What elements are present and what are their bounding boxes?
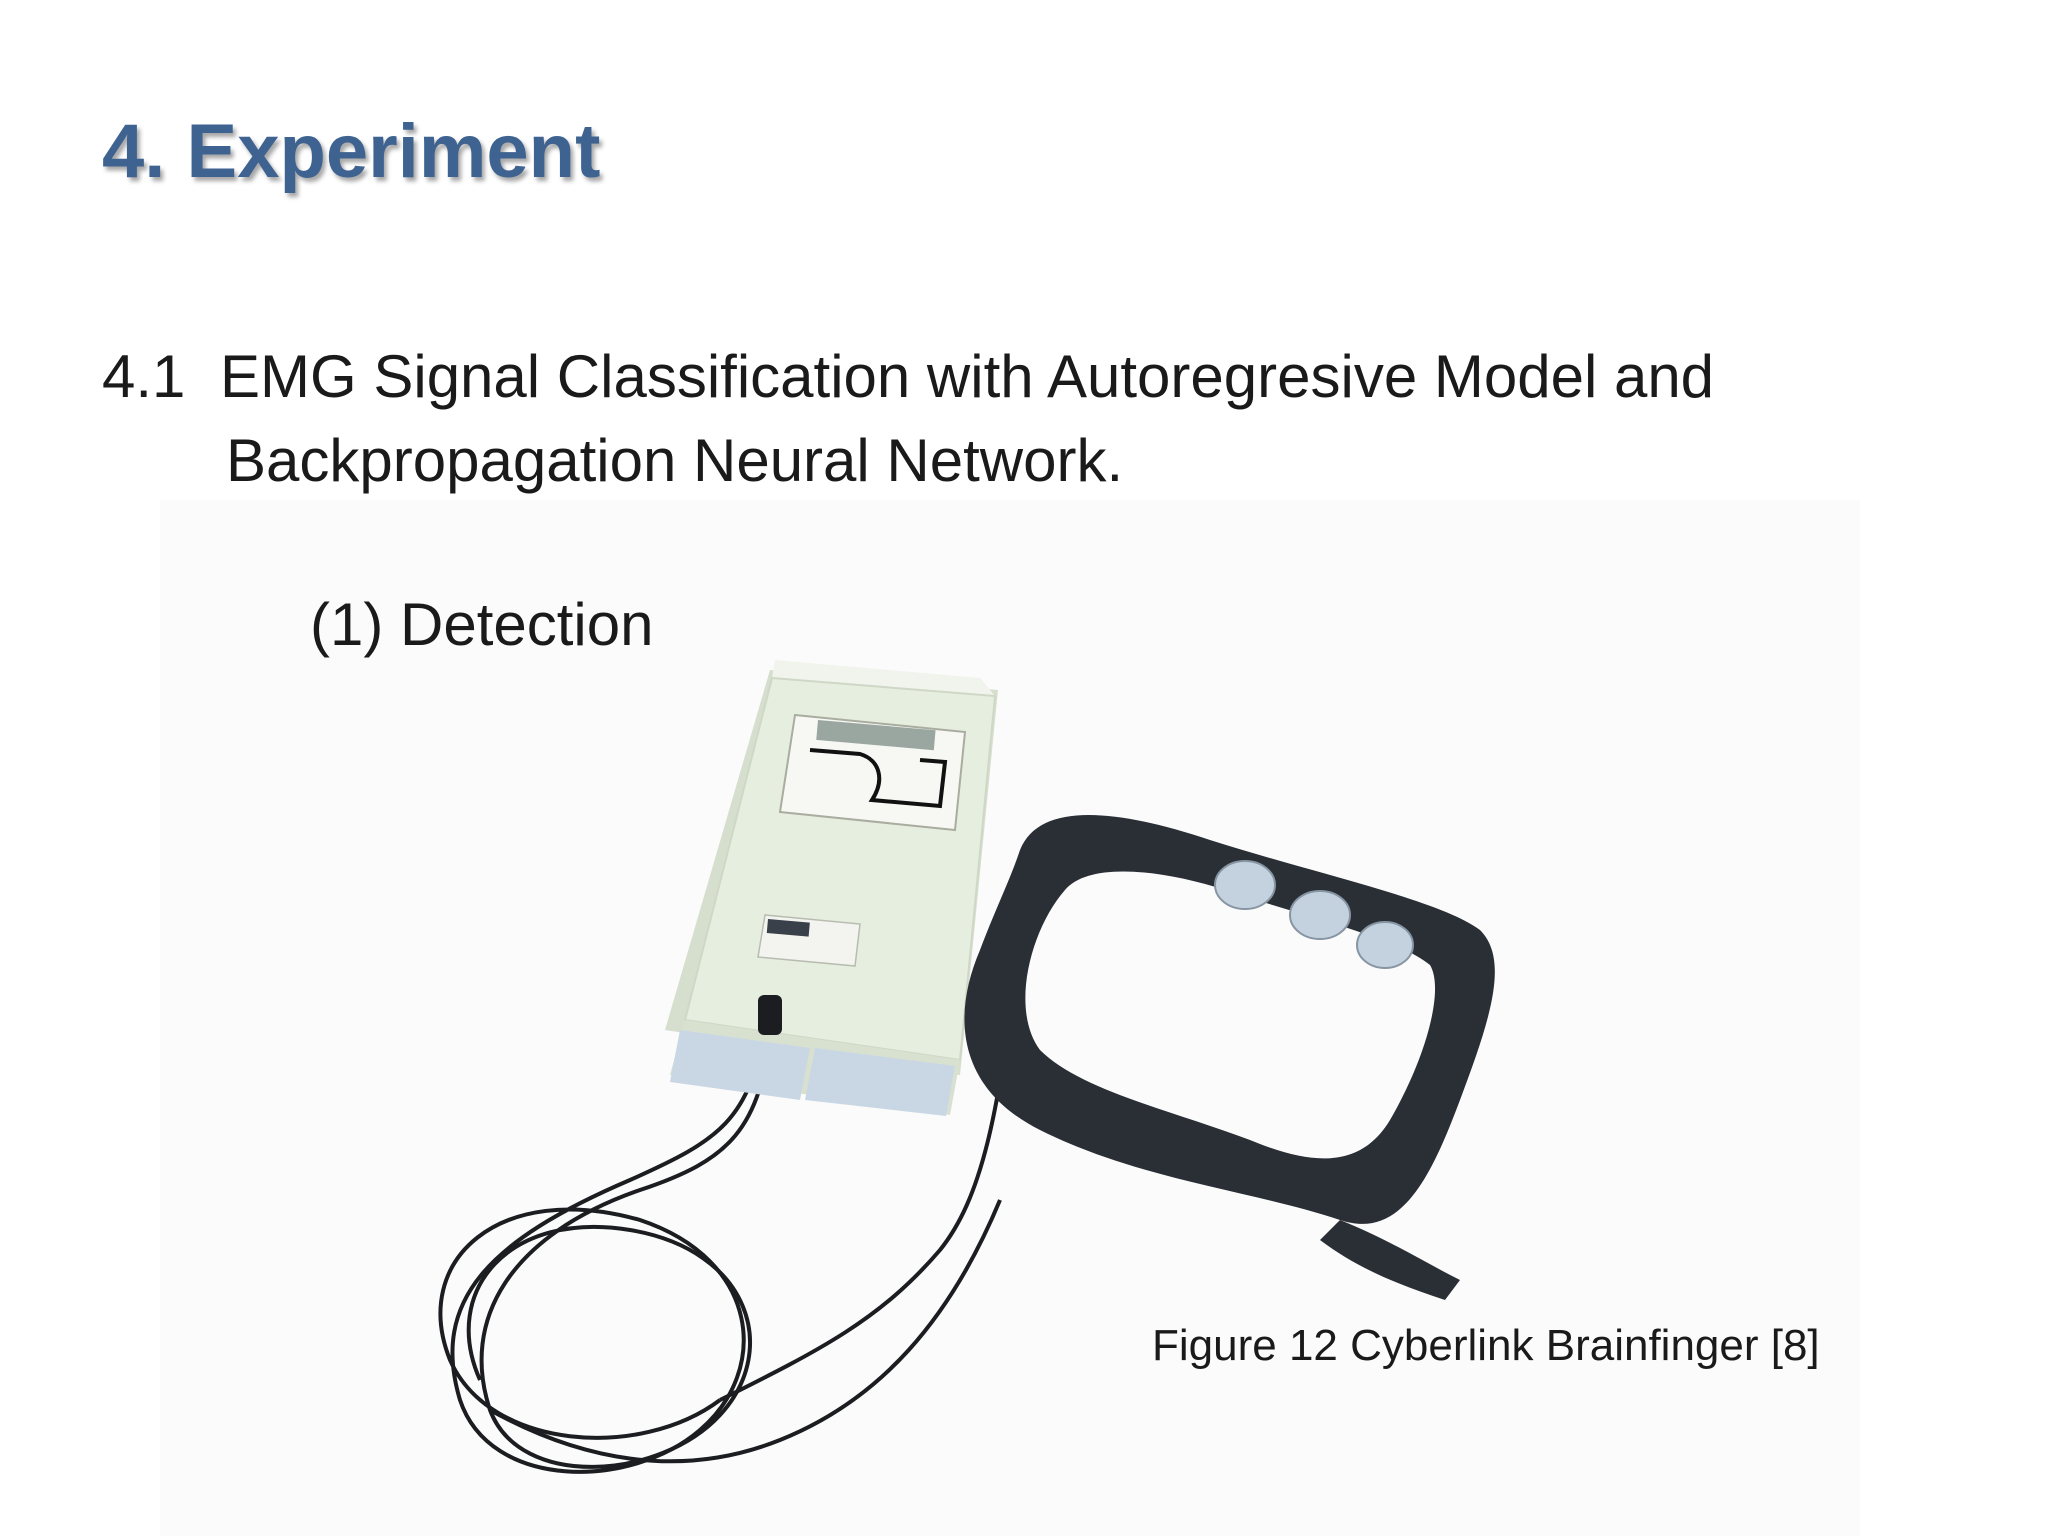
control-box [665,660,998,1116]
device-logo [816,720,936,751]
figure-caption: Figure 12 Cyberlink Brainfinger [8] [1152,1321,1820,1370]
cable-plug [758,995,782,1035]
sensor-2 [1289,890,1351,940]
list-item-detection: (1) Detection [310,591,654,658]
cyberlink-brainfinger-illustration [438,660,1495,1474]
section-heading-line1: EMG Signal Classification with Autoregre… [220,343,1715,410]
section-number: 4.1 [102,343,186,410]
section-heading-line2: Backpropagation Neural Network. [226,427,1124,494]
sensor-3 [1356,921,1414,969]
slide-title: 4. Experiment [102,109,601,194]
sensor-1 [1214,860,1276,910]
device-photo [160,500,1860,1536]
brand-logo [766,919,810,937]
headband [964,815,1495,1300]
section-heading: 4.1 EMG Signal Classification with Autore… [102,335,1714,503]
